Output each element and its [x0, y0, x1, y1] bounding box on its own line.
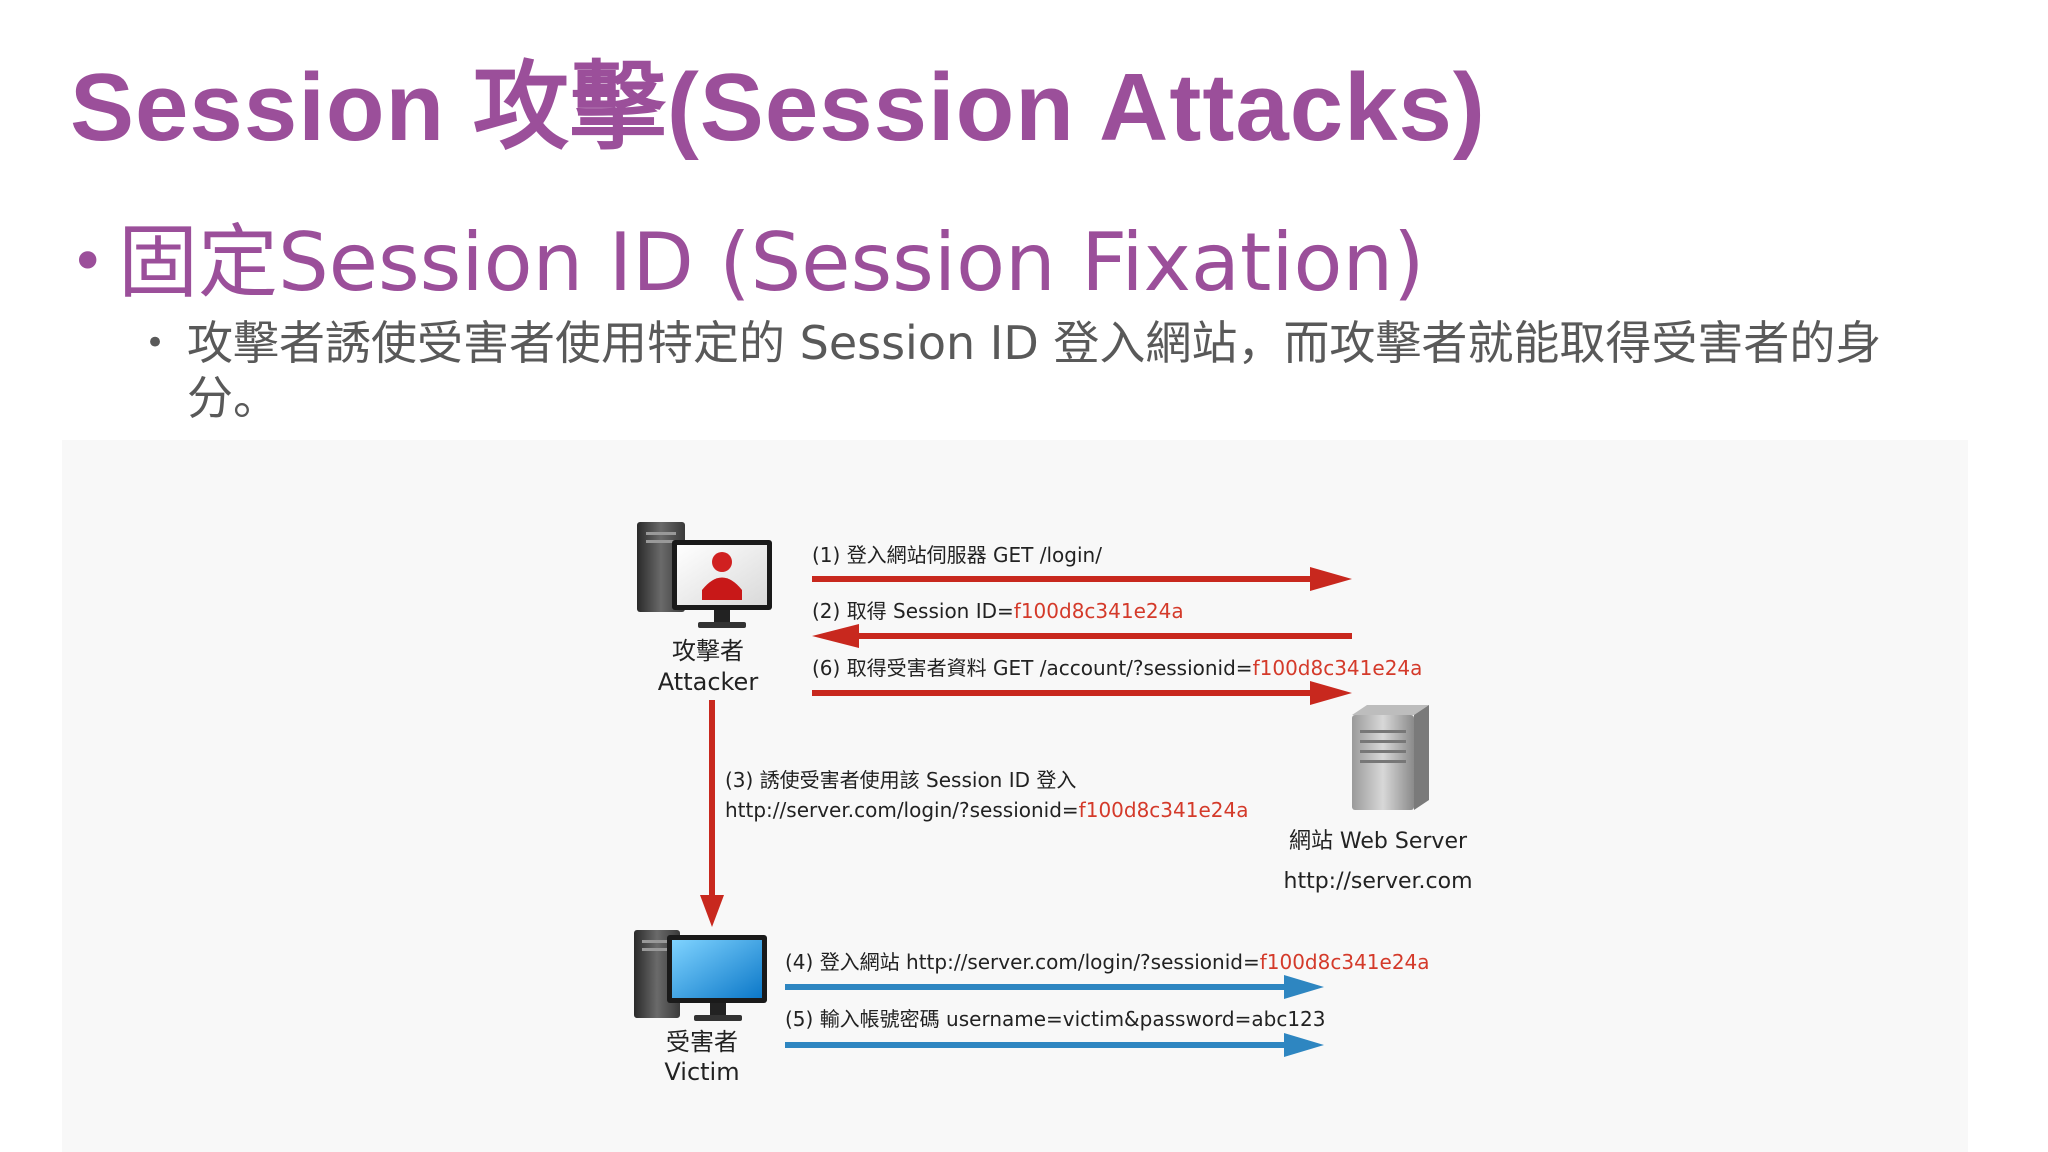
step6-session-id: f100d8c341e24a: [1253, 656, 1423, 680]
victim-label-en: Victim: [664, 1058, 739, 1086]
step6-label: (6) 取得受害者資料 GET /account/?sessionid=f100…: [812, 656, 1422, 680]
step2-label: (2) 取得 Session ID=f100d8c341e24a: [812, 599, 1184, 623]
session-fixation-diagram: 攻擊者 Attacker (1) 登入網站伺服器 GET /login/ (2)…: [62, 440, 1968, 1152]
step6-arrow: [812, 681, 1352, 705]
step1-arrow: [812, 567, 1352, 591]
attacker-computer-icon: [637, 522, 772, 628]
step5-arrow: [785, 1033, 1324, 1057]
web-server-icon: [1352, 705, 1429, 810]
step4-text: (4) 登入網站 http://server.com/login/?sessio…: [785, 950, 1260, 974]
step3-arrow: [700, 700, 724, 927]
bullet-text: 固定Session ID (Session Fixation): [118, 216, 1425, 309]
step1-label: (1) 登入網站伺服器 GET /login/: [812, 543, 1102, 567]
victim-computer-icon: [634, 930, 767, 1021]
step6-text: (6) 取得受害者資料 GET /account/?sessionid=: [812, 656, 1253, 680]
step2-arrow: [812, 624, 1352, 648]
sub-bullet: • 攻擊者誘使受害者使用特定的 Session ID 登入網站，而攻擊者就能取得…: [145, 316, 1965, 426]
step2-text: (2) 取得 Session ID=: [812, 599, 1014, 623]
step4-label: (4) 登入網站 http://server.com/login/?sessio…: [785, 950, 1430, 974]
attacker-label-en: Attacker: [658, 668, 759, 696]
attacker-label-zh: 攻擊者: [672, 637, 744, 665]
victim-label-zh: 受害者: [666, 1028, 738, 1056]
step3-session-id: f100d8c341e24a: [1079, 798, 1249, 822]
server-url: http://server.com: [1284, 869, 1473, 894]
step3-url: http://server.com/login/?sessionid=: [725, 798, 1079, 822]
step3-label-line1: (3) 誘使受害者使用該 Session ID 登入: [725, 768, 1076, 792]
step2-session-id: f100d8c341e24a: [1014, 599, 1184, 623]
diagram-svg: 攻擊者 Attacker (1) 登入網站伺服器 GET /login/ (2)…: [634, 522, 1473, 1086]
bullet-dot: •: [70, 227, 106, 297]
step3-label-line2: http://server.com/login/?sessionid=f100d…: [725, 798, 1249, 822]
step4-session-id: f100d8c341e24a: [1260, 950, 1430, 974]
bullet-session-fixation: •固定Session ID (Session Fixation): [70, 212, 1424, 313]
sub-bullet-text: 攻擊者誘使受害者使用特定的 Session ID 登入網站，而攻擊者就能取得受害…: [187, 316, 1882, 425]
sub-bullet-dot: •: [145, 323, 166, 363]
step5-label: (5) 輸入帳號密碼 username=victim&password=abc1…: [785, 1007, 1326, 1031]
step4-arrow: [785, 975, 1324, 999]
server-label: 網站 Web Server: [1289, 829, 1468, 854]
page-title: Session 攻擊(Session Attacks): [70, 54, 1486, 161]
